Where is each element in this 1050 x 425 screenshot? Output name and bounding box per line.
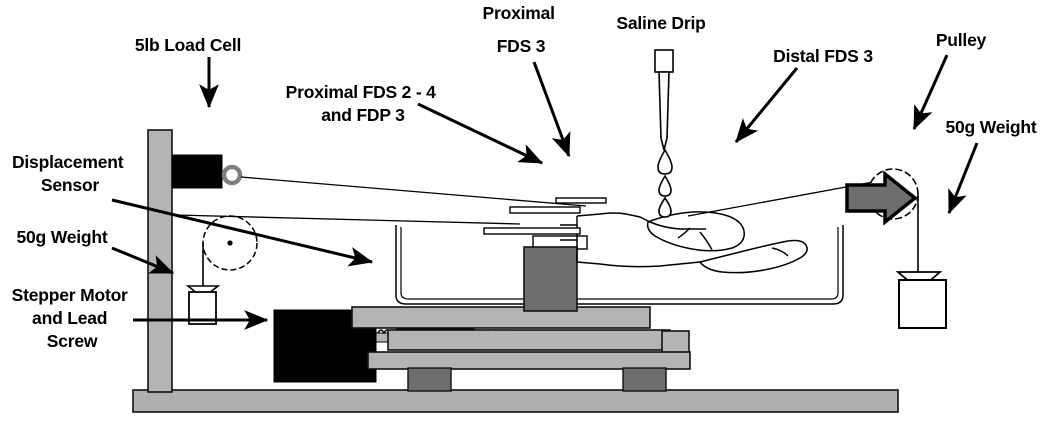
label-weight-left: 50g Weight: [16, 227, 107, 247]
specimen-clamp-block: [523, 246, 578, 312]
arrow-distal-fds-3: [734, 67, 799, 143]
label-proximal-fds-2-4: Proximal FDS 2 - 4 and FDP 3: [286, 82, 441, 125]
load-cell-eyelet-hole: [228, 171, 236, 179]
arrow-pulley: [912, 54, 949, 131]
leader-arrows: [111, 54, 979, 330]
right-hanging-weight: [898, 279, 947, 329]
support-leg-left: [407, 367, 452, 392]
label-load-cell: 5lb Load Cell: [135, 35, 241, 55]
saline-bath-trough-inner: [400, 227, 839, 300]
stage-end-stop: [661, 330, 690, 355]
saline-bath-trough: [395, 225, 844, 305]
base-plate: [132, 389, 899, 413]
left-pulley-axle: [227, 240, 233, 246]
load-cell-body: [171, 154, 223, 189]
saline-pipette: [654, 49, 674, 151]
translation-stage-base-plate: [367, 351, 691, 370]
translation-stage-top-plate: [351, 306, 651, 329]
label-weight-right: 50g Weight: [945, 117, 1036, 137]
tendon-suture-line-lower: [175, 214, 521, 225]
arrow-proximal-fds-3: [532, 61, 571, 158]
label-pulley: Pulley: [936, 30, 987, 50]
arrow-weight-right: [947, 142, 979, 215]
saline-drop: [658, 174, 672, 197]
force-direction-arrow: [845, 170, 918, 226]
arrow-proximal-fds-2-4: [417, 102, 544, 165]
arrow-weight-left: [111, 246, 175, 275]
translation-stage-mid-plate: [387, 329, 671, 351]
label-displacement-sensor: Displacement Sensor: [12, 152, 128, 195]
saline-drop-group: [657, 148, 673, 218]
vertical-post: [147, 129, 173, 393]
proximal-tendon-stubs: [483, 197, 607, 235]
saline-drop: [657, 148, 673, 175]
support-leg-right: [622, 367, 667, 392]
label-saline-drip: Saline Drip: [616, 13, 705, 33]
tendon-suture-line-upper: [240, 176, 587, 207]
arrow-displacement: [111, 198, 374, 267]
label-proximal-fds-3: Proximal FDS 3: [483, 3, 560, 56]
saline-drop: [658, 196, 672, 218]
label-stepper-motor: Stepper Motor and Lead Screw: [12, 285, 133, 351]
load-cell-eyelet: [221, 164, 243, 186]
label-distal-fds-3: Distal FDS 3: [773, 46, 873, 66]
hand-specimen: [560, 211, 808, 274]
